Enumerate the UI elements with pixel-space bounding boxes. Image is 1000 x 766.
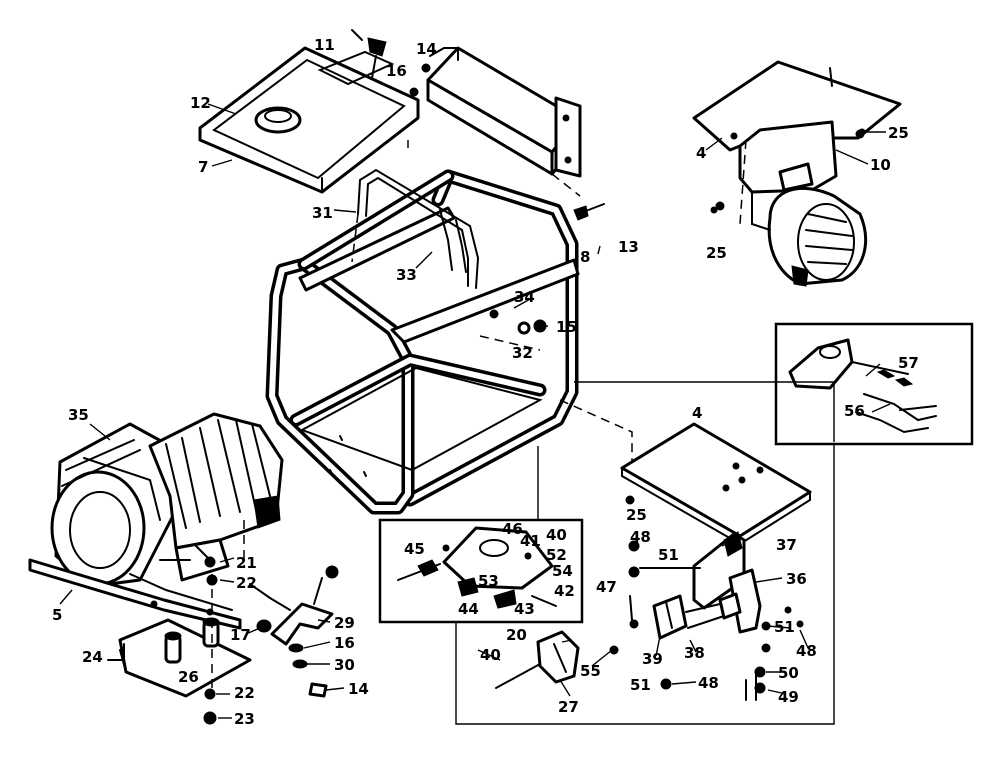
- callout-8: 8: [580, 248, 590, 266]
- callout-13: 13: [618, 238, 639, 256]
- control-panel: [495, 422, 812, 701]
- tubular-frame: [265, 168, 580, 515]
- callout-15: 15: [556, 318, 577, 336]
- callout-57: 57: [898, 354, 919, 372]
- top-hardware: [409, 63, 865, 505]
- callout-45: 45: [404, 540, 425, 558]
- callout-25-top-right: 25: [888, 124, 909, 142]
- callout-25-left: 25: [706, 244, 727, 262]
- callout-49: 49: [778, 688, 799, 706]
- callout-48-right: 48: [796, 642, 817, 660]
- callout-labels: 11 12 7 14 16 31 33 13 8 34 15 32 4 25 1…: [52, 36, 919, 728]
- callout-35: 35: [68, 406, 89, 424]
- control-box: [426, 46, 582, 178]
- callout-34: 34: [514, 288, 535, 306]
- callout-23: 23: [234, 710, 255, 728]
- inset-idle-control: [378, 518, 584, 624]
- callout-48-lower: 48: [698, 674, 719, 692]
- engine: [50, 412, 284, 588]
- callout-54: 54: [552, 562, 573, 580]
- callout-51-right: 51: [774, 618, 795, 636]
- callout-16-top: 16: [386, 62, 407, 80]
- callout-5: 5: [52, 606, 62, 624]
- callout-30: 30: [334, 656, 355, 674]
- callout-27: 27: [558, 698, 579, 716]
- callout-10: 10: [870, 156, 891, 174]
- callout-14-lower: 14: [348, 680, 369, 698]
- callout-33: 33: [396, 266, 417, 284]
- alternator-assembly: [692, 60, 902, 287]
- callout-22-lower: 22: [234, 684, 255, 702]
- callout-48-top: 48: [630, 528, 651, 546]
- callout-40-lower: 40: [480, 646, 501, 664]
- callout-22-upper: 22: [236, 574, 257, 592]
- callout-42: 42: [554, 582, 575, 600]
- callout-43: 43: [514, 600, 535, 618]
- callout-40-inset: 40: [546, 526, 567, 544]
- fuel-cap: [254, 106, 302, 134]
- callout-53: 53: [478, 572, 499, 590]
- callout-41: 41: [520, 532, 541, 550]
- callout-51-lower: 51: [630, 676, 651, 694]
- callout-14-top: 14: [416, 40, 437, 58]
- inset-governor-linkage: [774, 322, 974, 446]
- callout-37: 37: [776, 536, 797, 554]
- callout-47: 47: [596, 578, 617, 596]
- callout-52: 52: [546, 546, 567, 564]
- callout-44: 44: [458, 600, 479, 618]
- callout-38: 38: [684, 644, 705, 662]
- callout-7: 7: [198, 158, 208, 176]
- callout-50: 50: [778, 664, 799, 682]
- callout-31: 31: [312, 204, 333, 222]
- callout-32: 32: [512, 344, 533, 362]
- callout-36: 36: [786, 570, 807, 588]
- leader-lines: [59, 103, 891, 719]
- callout-56: 56: [844, 402, 865, 420]
- callout-51-top: 51: [658, 546, 679, 564]
- callout-25-panel: 25: [626, 506, 647, 524]
- callout-21: 21: [236, 554, 257, 572]
- callout-4-panel: 4: [692, 404, 702, 422]
- callout-55: 55: [580, 662, 601, 680]
- fuel-tank: [198, 29, 420, 194]
- callout-16-lower: 16: [334, 634, 355, 652]
- callout-20: 20: [506, 626, 527, 644]
- assembly-guides: [211, 139, 835, 725]
- callout-26: 26: [178, 668, 199, 686]
- callout-39: 39: [642, 650, 663, 668]
- callout-24: 24: [82, 648, 103, 666]
- callout-17: 17: [230, 626, 251, 644]
- callout-11: 11: [314, 36, 335, 54]
- callout-4-top: 4: [696, 144, 706, 162]
- callout-29: 29: [334, 614, 355, 632]
- callout-12: 12: [190, 94, 211, 112]
- callout-46: 46: [502, 520, 523, 538]
